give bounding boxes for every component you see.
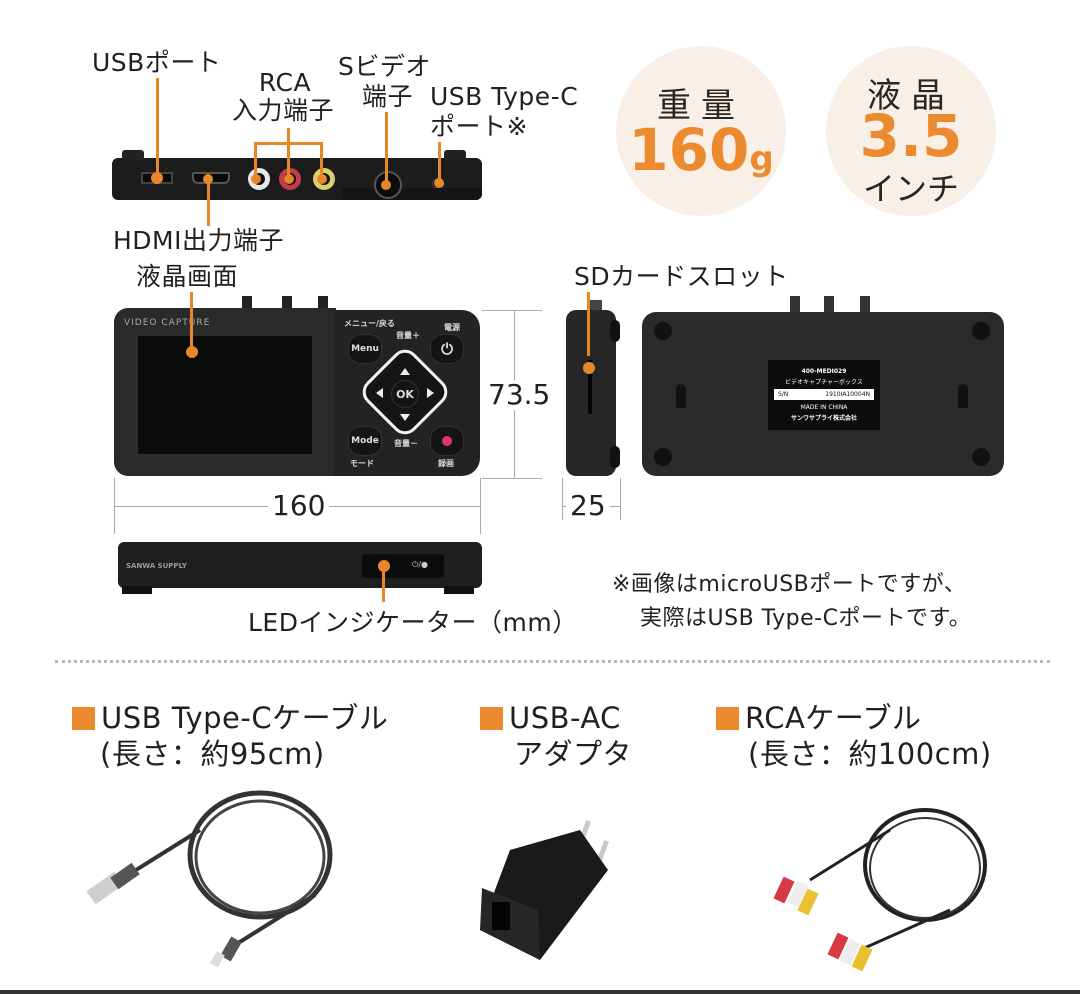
maker: サンワサプライ株式会社 [790, 415, 857, 422]
usb-c-cable-image [86, 790, 333, 968]
lcd-key: 液晶 [867, 76, 955, 116]
s-video-label-line2: 端子 [362, 82, 414, 111]
menu-button[interactable]: Menu [348, 334, 382, 364]
ok-button[interactable]: OK [391, 380, 419, 408]
product-name: ビデオキャプチャーボックス [785, 379, 863, 386]
weight-key: 重量 [657, 86, 745, 126]
height-dimension: 73.5 [484, 380, 555, 410]
volume-down-caption: 音量－ [394, 439, 418, 448]
accessory-usb-ac-adapter: USB-AC [480, 700, 621, 736]
hdmi-label: HDMI出力端子 [113, 226, 284, 255]
accessory-rca-length: (長さ：約100cm) [748, 737, 992, 771]
volume-up-caption: 音量＋ [396, 331, 420, 340]
origin: MADE IN CHINA [800, 404, 848, 411]
usb-ac-adapter-image [480, 820, 609, 960]
rca-label-line1: RCA [258, 68, 312, 97]
dpad-down-icon[interactable] [400, 414, 410, 421]
accessory-usb-c-length: (長さ：約95cm) [100, 737, 325, 771]
accessory-usb-c-cable: USB Type-Cケーブル [72, 700, 388, 736]
dpad-up-icon[interactable] [400, 368, 410, 375]
rca-label-line2: 入力端子 [232, 96, 335, 125]
depth-dimension: 25 [566, 491, 610, 521]
mode-button[interactable]: Mode [348, 426, 382, 456]
usb-c-label-line1: USB Type-C [430, 82, 579, 111]
mode-caption: モード [350, 459, 374, 468]
lcd-screen-label: 液晶画面 [136, 262, 239, 291]
record-icon [442, 436, 452, 446]
orange-square-icon [72, 707, 95, 730]
lcd-screen [136, 334, 314, 456]
bottom-brand-print: SANWA SUPPLY [126, 562, 188, 570]
sd-slot-label: SDカードスロット [574, 262, 789, 291]
dpad-right-icon[interactable] [427, 388, 434, 398]
dotted-divider [55, 660, 1050, 663]
weight-value: 160g [628, 116, 774, 184]
rca-cable-image [773, 808, 987, 972]
model-number: 400-MEDI029 [801, 368, 847, 375]
note-line1: ※画像はmicroUSBポートですが、 [612, 572, 967, 597]
note-line2: 実際はUSB Type-Cポートです。 [640, 606, 972, 631]
product-label: 400-MEDI029 ビデオキャプチャーボックス S/N 1910IA1000… [768, 360, 880, 430]
lcd-size-value: 3.5 [859, 102, 963, 170]
usb-port-label: USBポート [92, 48, 222, 77]
weight-badge: 重量 160g [616, 46, 786, 216]
power-caption: 電源 [444, 323, 460, 332]
s-video-label-line1: Sビデオ [338, 52, 431, 81]
usb-c-label-line2: ポート※ [430, 112, 528, 141]
orange-square-icon [716, 707, 739, 730]
accessory-rca-cable: RCAケーブル [716, 700, 922, 736]
bottom-edge [0, 990, 1080, 994]
record-button[interactable] [430, 426, 464, 456]
lcd-size-badge: 液晶 3.5 インチ [826, 46, 996, 216]
led-print: ⏻/● [412, 560, 429, 569]
sn-key: S/N [778, 391, 789, 398]
sd-slot-icon [588, 360, 592, 414]
power-button[interactable]: ⏻ [430, 334, 464, 364]
led-indicator-label: LEDインジケーター（mm） [248, 608, 578, 637]
sn-value: 1910IA10004N [825, 391, 870, 398]
menu-caption: メニュー/戻る [344, 319, 395, 328]
accessory-usb-ac-sub: アダプタ [514, 737, 633, 771]
dpad-left-icon[interactable] [376, 388, 383, 398]
width-dimension: 160 [268, 491, 330, 521]
orange-square-icon [480, 707, 503, 730]
brand-print: VIDEO CAPTURE [124, 318, 211, 328]
lcd-size-unit: インチ [862, 170, 959, 208]
record-caption: 録画 [438, 459, 454, 468]
